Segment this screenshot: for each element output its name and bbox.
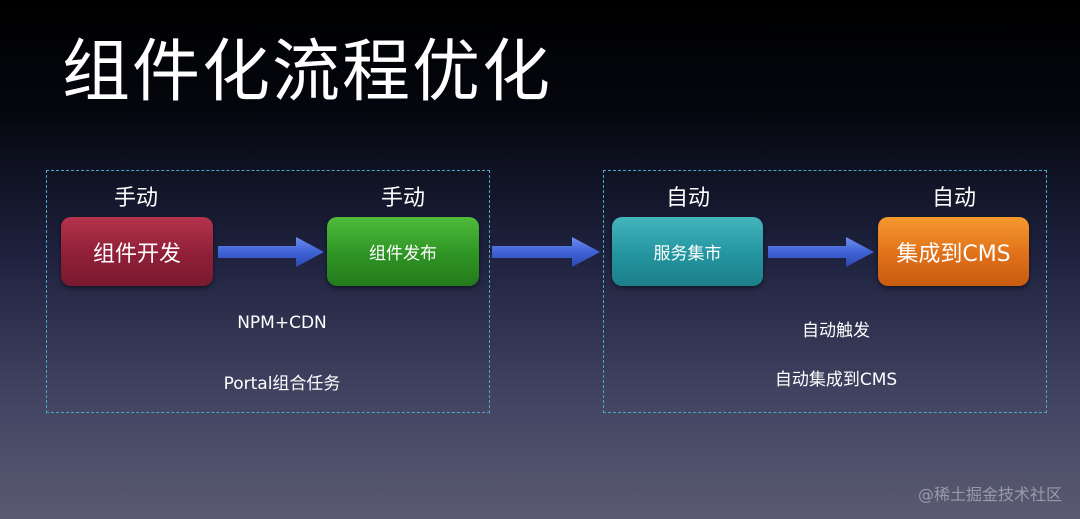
develop-component-box: 组件开发 [61, 217, 213, 286]
watermark: @稀土掘金技术社区 [917, 485, 1062, 504]
auto-trigger-note: 自动触发 [802, 321, 870, 341]
arrow-right-icon [218, 237, 324, 267]
npm-cdn-note: NPM+CDN [237, 313, 327, 333]
publish-mode-label: 手动 [380, 186, 425, 211]
automatic-process-group [603, 170, 1047, 413]
integrate-cms-box: 集成到CMS [878, 217, 1029, 286]
arrow-right-icon [492, 237, 600, 267]
slide-title: 组件化流程优化 [62, 33, 553, 112]
service-market-box: 服务集市 [612, 217, 763, 286]
manual-process-group [46, 170, 490, 413]
arrow-right-icon [768, 237, 874, 267]
cms-mode-label: 自动 [931, 186, 976, 211]
portal-task-note: Portal组合任务 [223, 374, 341, 394]
market-mode-label: 自动 [665, 186, 710, 211]
publish-component-box: 组件发布 [327, 217, 479, 286]
auto-integrate-note: 自动集成到CMS [774, 370, 898, 390]
develop-mode-label: 手动 [113, 186, 158, 211]
